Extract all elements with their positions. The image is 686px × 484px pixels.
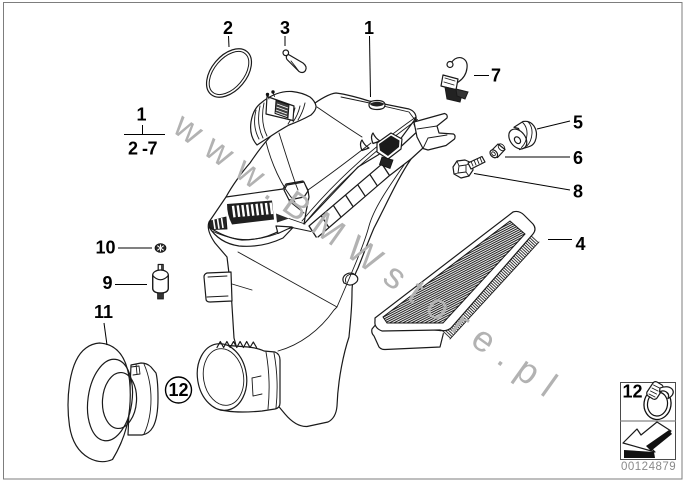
svg-text:7: 7 bbox=[491, 66, 501, 86]
svg-text:3: 3 bbox=[280, 18, 290, 38]
svg-text:9: 9 bbox=[102, 273, 112, 293]
svg-text:12: 12 bbox=[623, 382, 643, 402]
svg-text:1: 1 bbox=[364, 18, 374, 38]
svg-text:1: 1 bbox=[136, 105, 146, 125]
svg-text:00124879: 00124879 bbox=[621, 461, 676, 473]
svg-text:10: 10 bbox=[95, 238, 115, 258]
svg-text:11: 11 bbox=[94, 302, 113, 322]
svg-text:6: 6 bbox=[573, 148, 583, 168]
svg-text:2: 2 bbox=[223, 18, 233, 38]
svg-text:8: 8 bbox=[573, 182, 583, 202]
svg-text:12: 12 bbox=[168, 380, 188, 400]
svg-text:5: 5 bbox=[573, 113, 583, 133]
svg-text:2 -7: 2 -7 bbox=[128, 139, 158, 159]
svg-text:4: 4 bbox=[576, 234, 586, 254]
